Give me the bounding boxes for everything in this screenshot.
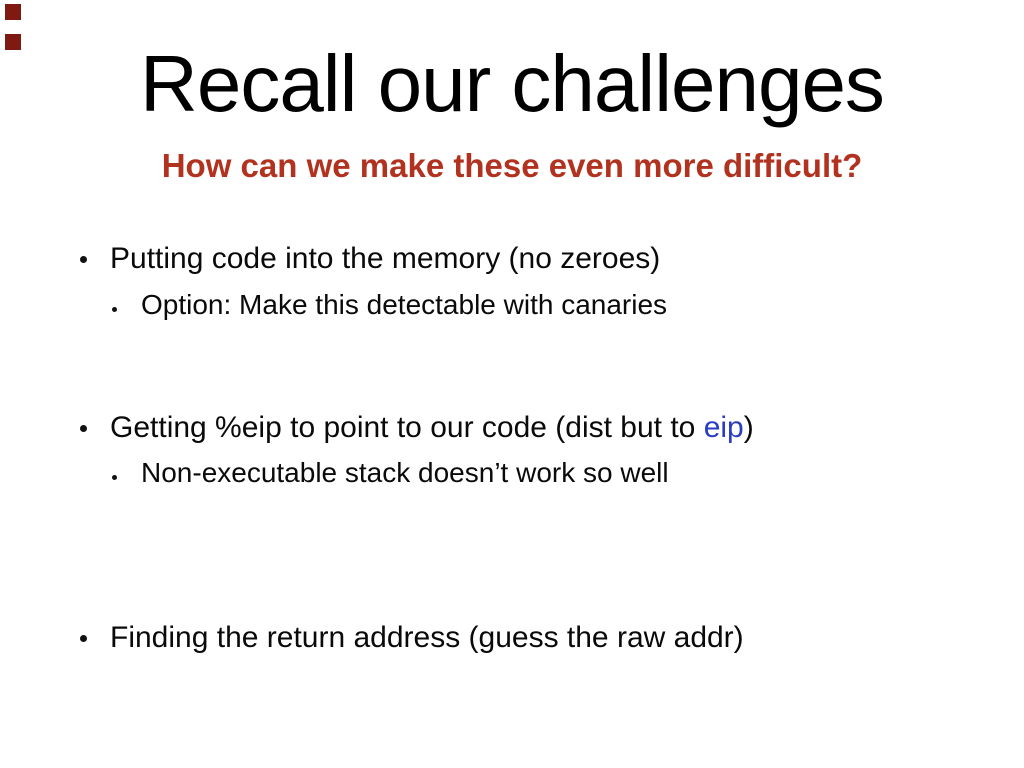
sub-bullet-item: Option: Make this detectable with canari… xyxy=(112,287,667,322)
bullet-text-prefix: Getting %eip to point to our code (dist … xyxy=(110,411,704,444)
bullet-text-highlight: eip xyxy=(703,411,744,444)
corner-square-icon xyxy=(5,34,21,50)
sub-bullet-item: Non-executable stack doesn’t work so wel… xyxy=(112,455,669,490)
bullet-text: Getting %eip to point to our code (dist … xyxy=(110,409,754,447)
slide-subtitle: How can we make these even more difficul… xyxy=(161,147,863,184)
bullet-text-suffix: ) xyxy=(743,411,754,444)
bullet-dot-icon xyxy=(80,635,87,642)
slide-title: Recall our challenges xyxy=(140,39,885,128)
bullet-dot-icon xyxy=(80,256,87,263)
bullet-dot-icon xyxy=(112,307,117,312)
bullet-item: Putting code into the memory (no zeroes) xyxy=(80,240,660,278)
bullet-dot-icon xyxy=(112,475,117,480)
sub-bullet-text: Non-executable stack doesn’t work so wel… xyxy=(141,457,669,488)
sub-bullet-text: Option: Make this detectable with canari… xyxy=(141,289,668,320)
bullet-dot-icon xyxy=(80,425,87,432)
bullet-text: Putting code into the memory (no zeroes) xyxy=(110,242,661,275)
bullet-item: Getting %eip to point to our code (dist … xyxy=(80,409,754,447)
bullet-item: Finding the return address (guess the ra… xyxy=(80,619,744,657)
bullet-text: Finding the return address (guess the ra… xyxy=(110,621,744,654)
corner-square-icon xyxy=(5,4,21,20)
